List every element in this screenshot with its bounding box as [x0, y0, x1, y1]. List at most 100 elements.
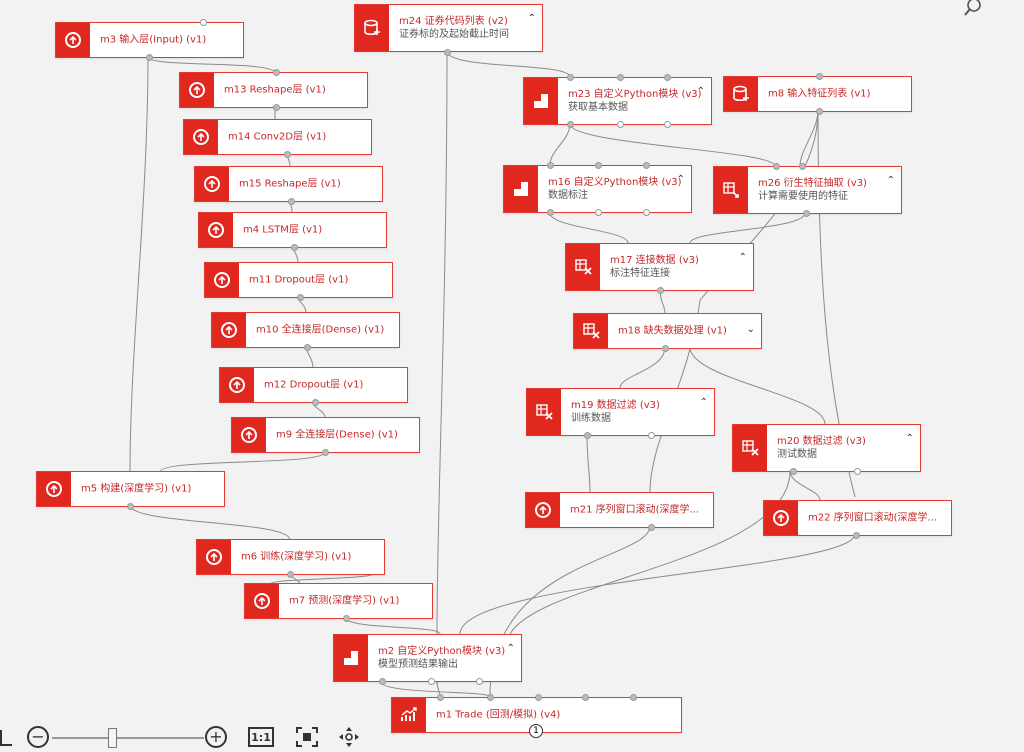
chevron-up-icon[interactable]: ⌃ [738, 252, 747, 263]
zoom-in-icon[interactable]: + [205, 726, 227, 748]
chevron-up-icon[interactable]: ⌃ [506, 643, 515, 654]
zoom-slider-track[interactable] [52, 737, 204, 739]
node-m19[interactable]: m19 数据过滤 (v3)训练数据 ⌃ [526, 388, 715, 439]
node-m20[interactable]: m20 数据过滤 (v3)测试数据 ⌃ [732, 424, 921, 475]
brain-icon [56, 23, 90, 57]
output-port[interactable] [291, 244, 298, 251]
output-port[interactable] [584, 432, 591, 439]
input-port[interactable] [437, 694, 444, 701]
node-m11[interactable]: m11 Dropout层 (v1) [204, 262, 393, 301]
node-m14[interactable]: m14 Conv2D层 (v1) [183, 119, 372, 158]
edge [789, 470, 821, 501]
output-port[interactable] [146, 54, 153, 61]
node-m3[interactable]: m3 输入层(Input) (v1) [55, 19, 244, 61]
node-m24[interactable]: m24 证券代码列表 (v2)证券标的及起始截止时间 ⌃ [354, 4, 543, 56]
output-port[interactable] [304, 344, 311, 351]
output-port[interactable] [657, 287, 664, 294]
output-port[interactable] [648, 524, 655, 531]
output-port[interactable] [853, 532, 860, 539]
fit-to-screen-icon[interactable] [295, 726, 319, 748]
output-port[interactable] [288, 198, 295, 205]
move-canvas-icon[interactable] [337, 726, 361, 748]
chevron-up-icon[interactable]: ⌃ [905, 433, 914, 444]
search-icon[interactable] [962, 0, 984, 18]
node-m2[interactable]: m2 自定义Python模块 (v3)模型预测结果输出 ⌃ [333, 634, 522, 685]
output-port[interactable] [287, 571, 294, 578]
input-port[interactable] [617, 74, 624, 81]
chevron-down-icon[interactable]: ⌄ [746, 324, 755, 335]
node-title: m3 输入层(Input) (v1) [100, 34, 207, 46]
node-m23[interactable]: m23 自定义Python模块 (v3)获取基本数据 ⌃ [523, 74, 712, 128]
node-m1[interactable]: m1 Trade (回测/模拟) (v4) 1 [391, 694, 682, 738]
node-title: m11 Dropout层 (v1) [249, 274, 349, 286]
input-port[interactable] [547, 162, 554, 169]
node-m17[interactable]: m17 连接数据 (v3)标注特征连接 ⌃ [565, 243, 754, 294]
output-port[interactable] [297, 294, 304, 301]
input-port[interactable] [273, 69, 280, 76]
node-m22[interactable]: m22 序列窗口滚动(深度学... [763, 500, 952, 539]
node-m10[interactable]: m10 全连接层(Dense) (v1) [211, 312, 400, 351]
output-count-badge[interactable]: 1 [529, 724, 543, 738]
node-m26[interactable]: m26 衍生特征抽取 (v3)计算需要使用的特征 ⌃ [713, 163, 902, 217]
output-port[interactable] [547, 209, 554, 216]
zoom-out-icon[interactable]: − [27, 726, 49, 748]
output-port[interactable] [322, 449, 329, 456]
node-m16[interactable]: m16 自定义Python模块 (v3)数据标注 ⌃ [503, 162, 692, 216]
input-port[interactable] [200, 19, 207, 26]
chevron-up-icon[interactable]: ⌃ [676, 174, 685, 185]
output-port[interactable] [284, 151, 291, 158]
node-m7[interactable]: m7 预测(深度学习) (v1) [244, 583, 433, 622]
output-port[interactable] [428, 678, 435, 685]
output-port[interactable] [790, 468, 797, 475]
input-port[interactable] [567, 74, 574, 81]
input-port[interactable] [816, 73, 823, 80]
output-port[interactable] [595, 209, 602, 216]
node-m18[interactable]: m18 缺失数据处理 (v1) ⌄ [573, 313, 762, 352]
node-m9[interactable]: m9 全连接层(Dense) (v1) [231, 417, 420, 456]
input-port[interactable] [643, 162, 650, 169]
chevron-up-icon[interactable]: ⌃ [886, 175, 895, 186]
output-port[interactable] [273, 104, 280, 111]
output-port[interactable] [617, 121, 624, 128]
output-port[interactable] [127, 503, 134, 510]
node-subtitle: 证券标的及起始截止时间 [399, 29, 509, 40]
input-port[interactable] [535, 694, 542, 701]
output-port[interactable] [643, 209, 650, 216]
input-port[interactable] [582, 694, 589, 701]
zoom-slider-handle[interactable] [108, 728, 117, 748]
output-port[interactable] [567, 121, 574, 128]
chevron-up-icon[interactable]: ⌃ [699, 397, 708, 408]
output-port[interactable] [664, 121, 671, 128]
node-m12[interactable]: m12 Dropout层 (v1) [219, 367, 408, 406]
output-port[interactable] [816, 108, 823, 115]
output-port[interactable] [343, 615, 350, 622]
chevron-up-icon[interactable]: ⌃ [527, 13, 536, 24]
node-m13[interactable]: m13 Reshape层 (v1) [179, 69, 368, 111]
node-m21[interactable]: m21 序列窗口滚动(深度学... [525, 492, 714, 531]
brain-icon [232, 418, 266, 452]
output-port[interactable] [312, 399, 319, 406]
node-m15[interactable]: m15 Reshape层 (v1) [194, 166, 383, 205]
output-port[interactable] [662, 345, 669, 352]
input-port[interactable] [595, 162, 602, 169]
input-port[interactable] [630, 694, 637, 701]
node-m6[interactable]: m6 训练(深度学习) (v1) [196, 539, 385, 578]
chevron-up-icon[interactable]: ⌃ [696, 86, 705, 97]
node-m8[interactable]: m8 输入特征列表 (v1) [723, 73, 912, 115]
input-port[interactable] [799, 163, 806, 170]
output-port[interactable] [444, 49, 451, 56]
node-m4[interactable]: m4 LSTM层 (v1) [198, 212, 387, 251]
output-port[interactable] [854, 468, 861, 475]
input-port[interactable] [487, 694, 494, 701]
output-port[interactable] [648, 432, 655, 439]
node-m5[interactable]: m5 构建(深度学习) (v1) [36, 471, 225, 510]
output-port[interactable] [476, 678, 483, 685]
output-port[interactable] [379, 678, 386, 685]
edge [436, 50, 448, 635]
output-port[interactable] [803, 210, 810, 217]
input-port[interactable] [773, 163, 780, 170]
actual-size-button[interactable]: 1:1 [248, 727, 274, 747]
brain-icon [764, 501, 798, 535]
input-port[interactable] [664, 74, 671, 81]
